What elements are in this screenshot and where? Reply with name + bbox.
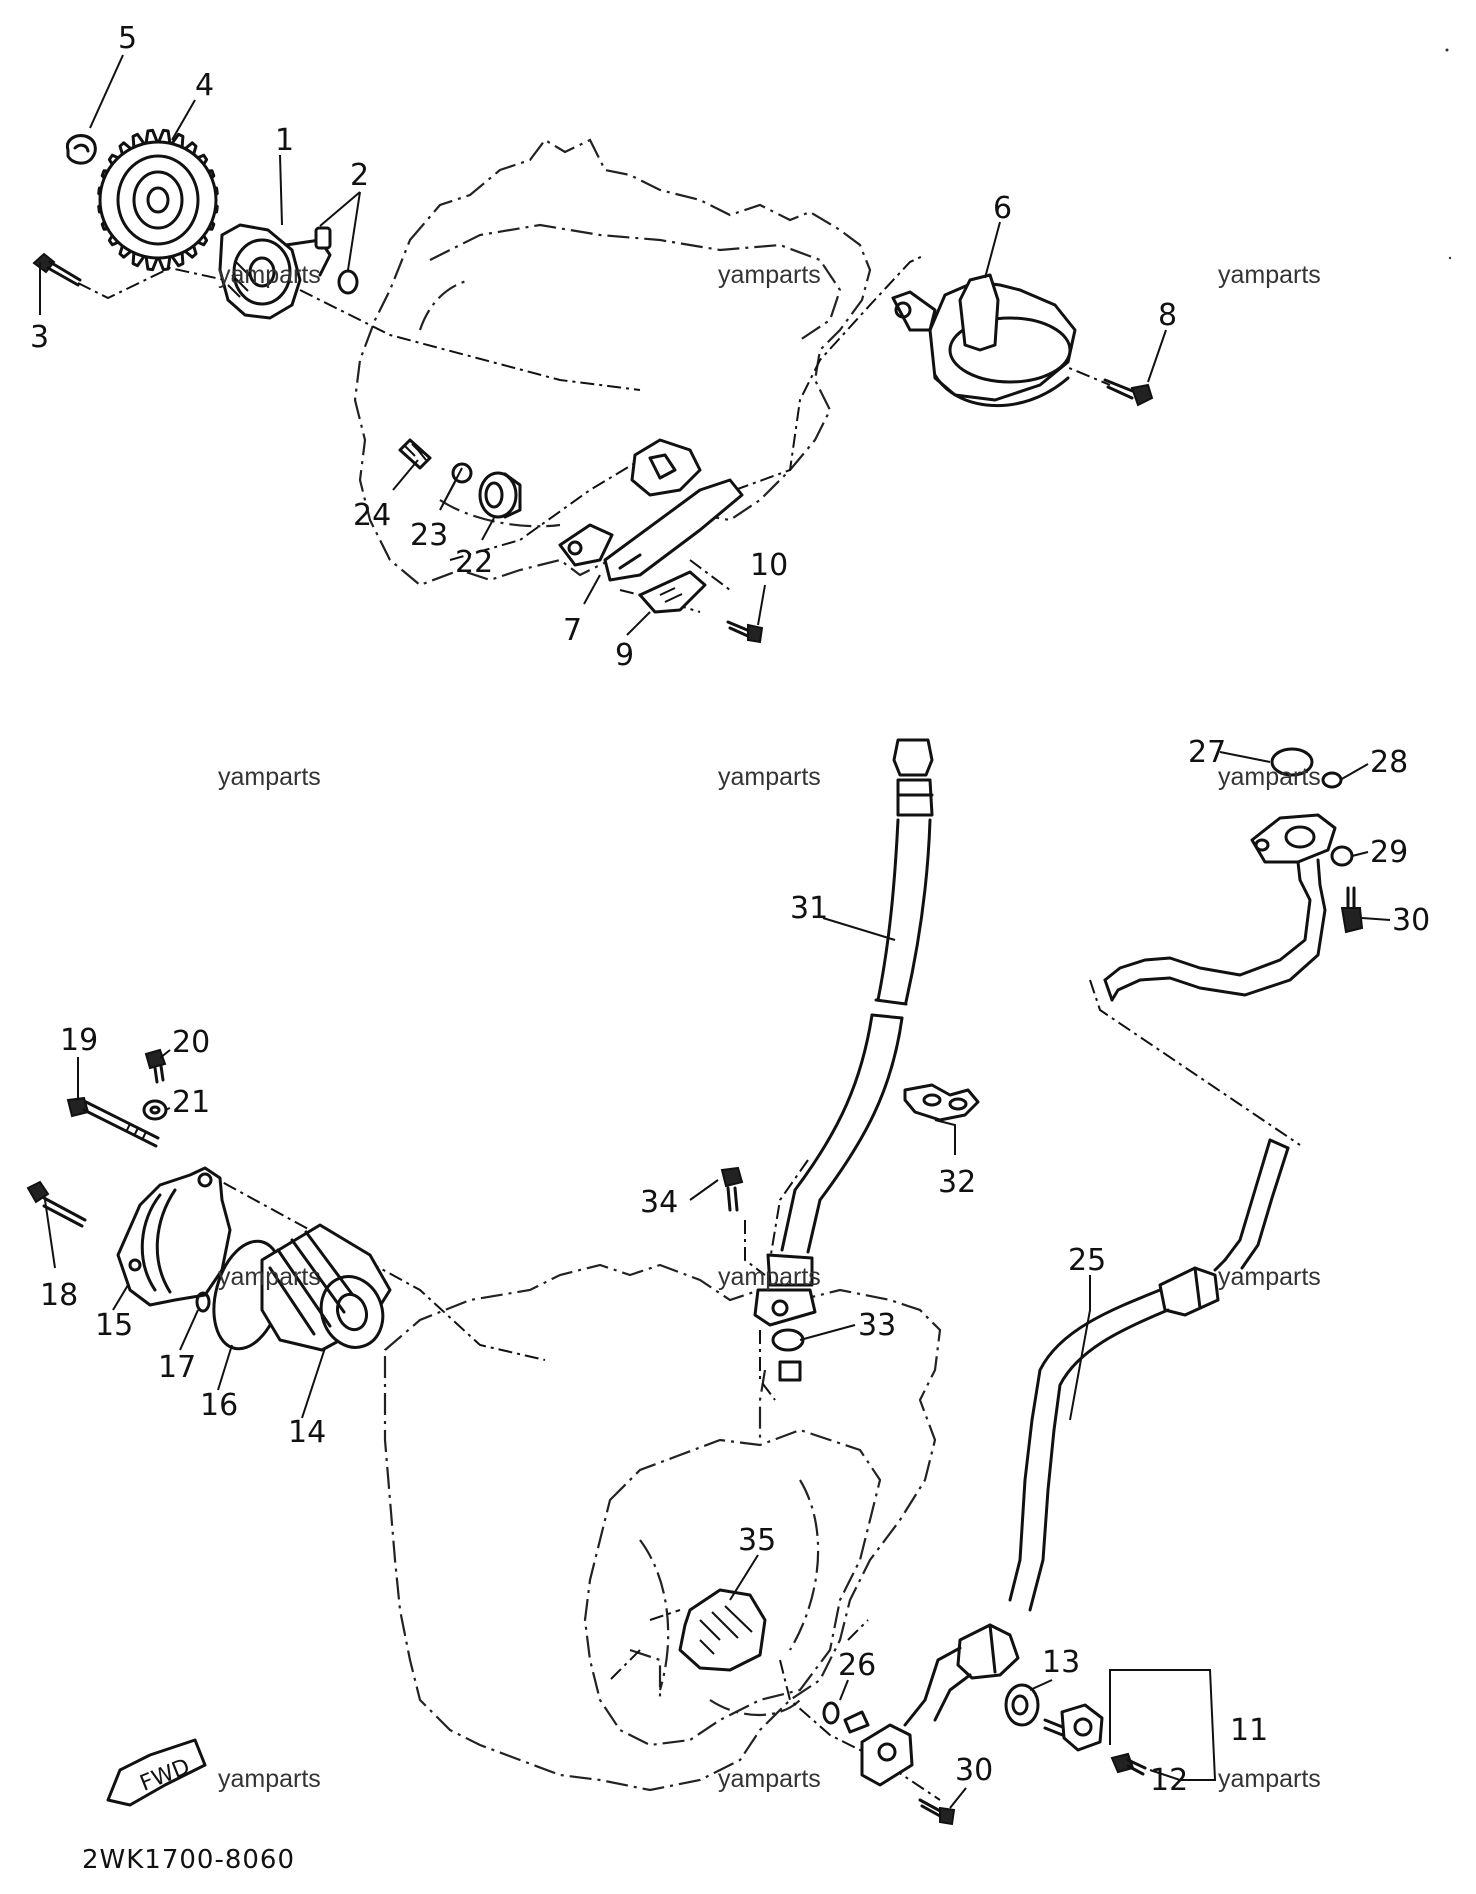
- callout-35: 35: [738, 1523, 776, 1558]
- watermark: yamparts: [218, 1765, 321, 1793]
- callout-9: 9: [615, 638, 634, 673]
- oil-pump-drive-gear: [97, 128, 219, 272]
- stud-bolt: [398, 438, 432, 470]
- pump-dowel-pin: [314, 226, 359, 295]
- watermark: yamparts: [1218, 1263, 1321, 1291]
- watermark: yamparts: [718, 763, 821, 791]
- watermarks: yamparts yamparts yamparts yamparts yamp…: [218, 261, 1321, 1793]
- drawing-code: 2WK1700-8060: [82, 1845, 295, 1875]
- callout-31: 31: [790, 891, 828, 926]
- watermark: yamparts: [218, 1263, 321, 1291]
- watermark: yamparts: [1218, 261, 1321, 289]
- callout-26: 26: [838, 1648, 876, 1683]
- oil-hose-lower: [903, 1138, 1290, 1727]
- callout-29: 29: [1370, 835, 1408, 870]
- filter-drain-screw: [26, 1180, 87, 1228]
- oil-strainer: [891, 273, 1077, 407]
- upper-return-pipe: [1103, 747, 1354, 1002]
- callout-2: 2: [350, 158, 369, 193]
- circlip: [65, 134, 97, 165]
- callout-3: 3: [30, 320, 49, 355]
- collar: [478, 471, 522, 519]
- watermark: yamparts: [1218, 1765, 1321, 1793]
- callout-1: 1: [275, 123, 294, 158]
- callout-17: 17: [158, 1350, 196, 1385]
- callout-19: 19: [60, 1023, 98, 1058]
- upper-engine-outline: [353, 138, 872, 587]
- lower-assembly-lines: [199, 979, 1301, 1801]
- o-ring-small: [451, 462, 473, 484]
- callout-4: 4: [195, 68, 214, 103]
- callout-30-upper: 30: [1392, 903, 1430, 938]
- callout-24: 24: [353, 498, 391, 533]
- watermark: yamparts: [1218, 763, 1321, 791]
- oil-filter-element: [260, 1223, 392, 1352]
- callout-14: 14: [288, 1415, 326, 1450]
- hose-clamp: [903, 1083, 980, 1122]
- oil-pump-assembly: [218, 223, 332, 320]
- o-ring-lower: [822, 1701, 840, 1725]
- drain-bolt: [1043, 1703, 1104, 1752]
- callout-10: 10: [750, 548, 788, 583]
- filter-cover-bolt: [144, 1048, 167, 1084]
- callout-32: 32: [938, 1165, 976, 1200]
- callout-6: 6: [993, 191, 1012, 226]
- drain-washer: [1004, 1683, 1040, 1727]
- callout-18: 18: [40, 1278, 78, 1313]
- callout-23: 23: [410, 518, 448, 553]
- upper-assembly-lines: [77, 254, 1111, 613]
- callout-15: 15: [95, 1308, 133, 1343]
- callout-16: 16: [200, 1388, 238, 1423]
- oil-filter-cover: [116, 1166, 232, 1307]
- callout-28: 28: [1370, 745, 1408, 780]
- watermark: yamparts: [718, 1263, 821, 1291]
- flange-bolt-lower: [918, 1798, 956, 1826]
- callout-34: 34: [640, 1185, 678, 1220]
- callout-5: 5: [118, 21, 137, 56]
- filter-cover-nut: [142, 1099, 168, 1121]
- watermark: yamparts: [218, 261, 321, 289]
- watermark: yamparts: [718, 1765, 821, 1793]
- watermark: yamparts: [718, 261, 821, 289]
- callout-30-lower: 30: [955, 1753, 993, 1788]
- leader-lines: [39, 54, 1391, 1809]
- callout-11: 11: [1230, 1713, 1268, 1748]
- oil-hose-upper: [753, 738, 934, 1327]
- callout-25: 25: [1068, 1243, 1106, 1278]
- callout-13: 13: [1042, 1645, 1080, 1680]
- callout-20: 20: [172, 1025, 210, 1060]
- oil-delivery-plate: [558, 438, 744, 582]
- callout-33: 33: [858, 1308, 896, 1343]
- lower-pipe-flange: [843, 1710, 914, 1787]
- callout-27: 27: [1188, 735, 1226, 770]
- lower-crankcase-outline: [383, 1263, 942, 1792]
- bracket: [638, 570, 707, 614]
- callout-numbers: 5 4 1 2 3 6 8 24 23 22 7 9 10 27 28 29 3…: [30, 21, 1430, 1798]
- strainer-bolt: [1103, 378, 1154, 407]
- flange-bolt-upper: [1340, 886, 1364, 934]
- hose-bolt: [720, 1166, 744, 1212]
- filter-o-ring-small: [195, 1291, 211, 1313]
- bracket-bolt: [726, 620, 764, 644]
- callout-22: 22: [455, 545, 493, 580]
- pump-screw: [32, 252, 82, 287]
- callout-21: 21: [172, 1085, 210, 1120]
- scan-speck: [1445, 48, 1449, 52]
- watermark: yamparts: [218, 763, 321, 791]
- callout-12: 12: [1150, 1763, 1188, 1798]
- union-o-ring: [771, 1328, 805, 1382]
- filter-cover-long-bolt: [66, 1096, 160, 1148]
- crankcase-cover: [678, 1588, 767, 1672]
- callout-7: 7: [563, 613, 582, 648]
- callout-8: 8: [1158, 298, 1177, 333]
- front-direction-arrow: FWD: [106, 1738, 207, 1807]
- scan-speck: [1448, 256, 1452, 260]
- small-bolt: [1110, 1752, 1147, 1776]
